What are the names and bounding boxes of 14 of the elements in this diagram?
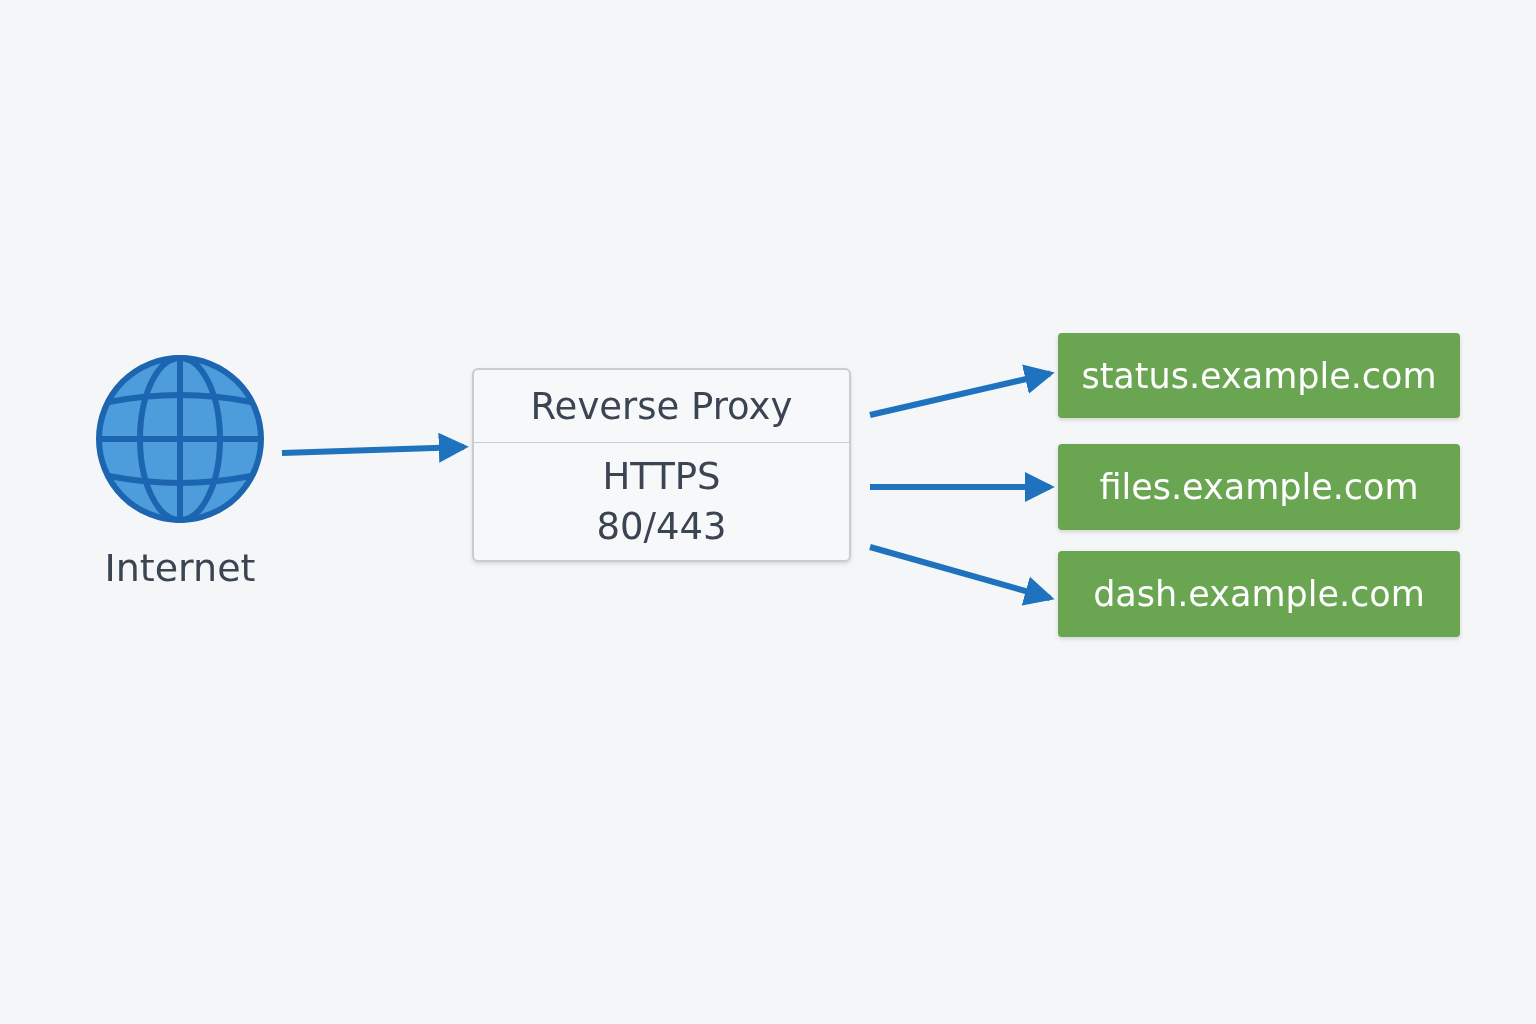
host-name: dash.example.com [1093,574,1425,614]
service-box [1058,444,1460,530]
host-name: status.example.com [1081,355,1437,396]
arrow [870,472,1055,502]
service-box [1058,333,1460,418]
proxy-box [472,368,851,562]
box-heading: Reverse Proxy [530,384,793,428]
service-box [1058,551,1460,637]
arrow [281,432,469,463]
arrow [869,544,1055,606]
node-label: Internet [103,546,257,590]
arrow [869,364,1055,418]
box-body-text: HTTPS 80/443 [595,454,728,550]
host-name: files.example.com [1099,467,1419,507]
